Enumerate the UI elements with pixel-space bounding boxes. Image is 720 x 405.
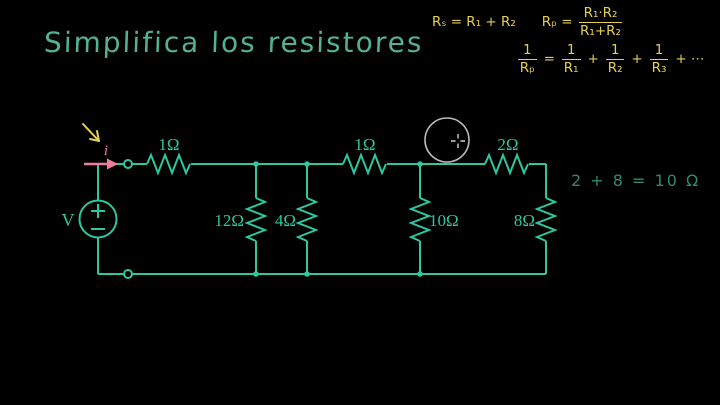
terminal-top-icon	[123, 159, 133, 169]
formula-block: Rₛ = R₁ + R₂ Rₚ = R₁·R₂ R₁+R₂ 1 Rₚ = 1 R…	[432, 6, 720, 75]
frac-den: R₂	[607, 59, 623, 76]
label-resistor-shunt2: 4Ω	[275, 211, 296, 230]
mouse-cursor	[424, 117, 470, 163]
frac-den: Rₚ	[519, 59, 535, 76]
label-current: i	[104, 143, 108, 159]
equals-sign: =	[543, 51, 555, 68]
junction-dot	[417, 161, 423, 167]
junction-dot	[304, 161, 310, 167]
ellipsis: + ⋯	[675, 51, 705, 68]
current-arrow-head-icon	[107, 158, 118, 170]
resistor-shunt4-zigzag	[534, 197, 558, 242]
label-resistor-shunt4: 8Ω	[514, 211, 535, 230]
resistor-top2-zigzag	[342, 152, 387, 176]
resistor-top3-zigzag	[484, 152, 529, 176]
label-resistor-top1: 1Ω	[158, 135, 179, 154]
pointer-arrow-head	[89, 130, 100, 142]
frac-num: 1	[561, 42, 581, 60]
resistor-shunt3-zigzag	[408, 197, 432, 242]
resistor-shunt2-zigzag	[295, 197, 319, 242]
frac-num: 1	[605, 42, 625, 60]
frac-den: R₃	[651, 59, 667, 76]
label-resistor-shunt1: 12Ω	[214, 211, 244, 230]
current-arrow: i	[84, 143, 118, 170]
formula-parallel-numerator: R₁·R₂	[578, 6, 623, 23]
frac-num: 1	[649, 42, 669, 60]
formula-series: Rₛ = R₁ + R₂	[432, 14, 516, 31]
frac-num: 1	[518, 42, 537, 60]
junction-dot	[417, 271, 423, 277]
formula-parallel: Rₚ = R₁·R₂ R₁+R₂	[542, 6, 623, 39]
voltage-source-icon	[78, 199, 118, 239]
junction-dot	[253, 271, 259, 277]
junction-dots	[253, 161, 423, 277]
frac-den: R₁	[563, 59, 579, 76]
sum-annotation: 2 + 8 = 10 Ω	[571, 171, 701, 190]
terminal-bottom-icon	[123, 269, 133, 279]
junction-dot	[304, 271, 310, 277]
frac-1-over-r3: 1 R₃	[649, 42, 669, 76]
label-resistor-top2: 1Ω	[354, 135, 375, 154]
label-resistor-top3: 2Ω	[497, 135, 518, 154]
plus-icon	[91, 204, 105, 218]
circuit-wires	[78, 152, 558, 279]
crosshair-icon	[451, 134, 465, 148]
formula-line-reciprocal: 1 Rₚ = 1 R₁ + 1 R₂ + 1 R₃ + ⋯	[518, 42, 720, 76]
cursor-circle-icon	[424, 117, 470, 163]
formula-line-series-parallel: Rₛ = R₁ + R₂ Rₚ = R₁·R₂ R₁+R₂	[432, 6, 720, 39]
plus-sign: +	[631, 51, 643, 68]
formula-parallel-fraction: R₁·R₂ R₁+R₂	[578, 6, 623, 39]
frac-1-over-r2: 1 R₂	[605, 42, 625, 76]
label-resistor-shunt3: 10Ω	[429, 211, 459, 230]
label-voltage-source: V	[62, 210, 75, 230]
pointer-arrow-shaft	[82, 123, 100, 142]
frac-1-over-rp: 1 Rₚ	[518, 42, 537, 76]
resistor-shunt1-zigzag	[244, 197, 268, 242]
plus-sign: +	[587, 51, 599, 68]
pointer-arrow-icon	[82, 123, 100, 142]
resistor-top1-zigzag	[146, 152, 191, 176]
formula-parallel-denominator: R₁+R₂	[580, 22, 621, 39]
junction-dot	[253, 161, 259, 167]
frac-1-over-r1: 1 R₁	[561, 42, 581, 76]
formula-parallel-lhs: Rₚ =	[541, 14, 573, 31]
